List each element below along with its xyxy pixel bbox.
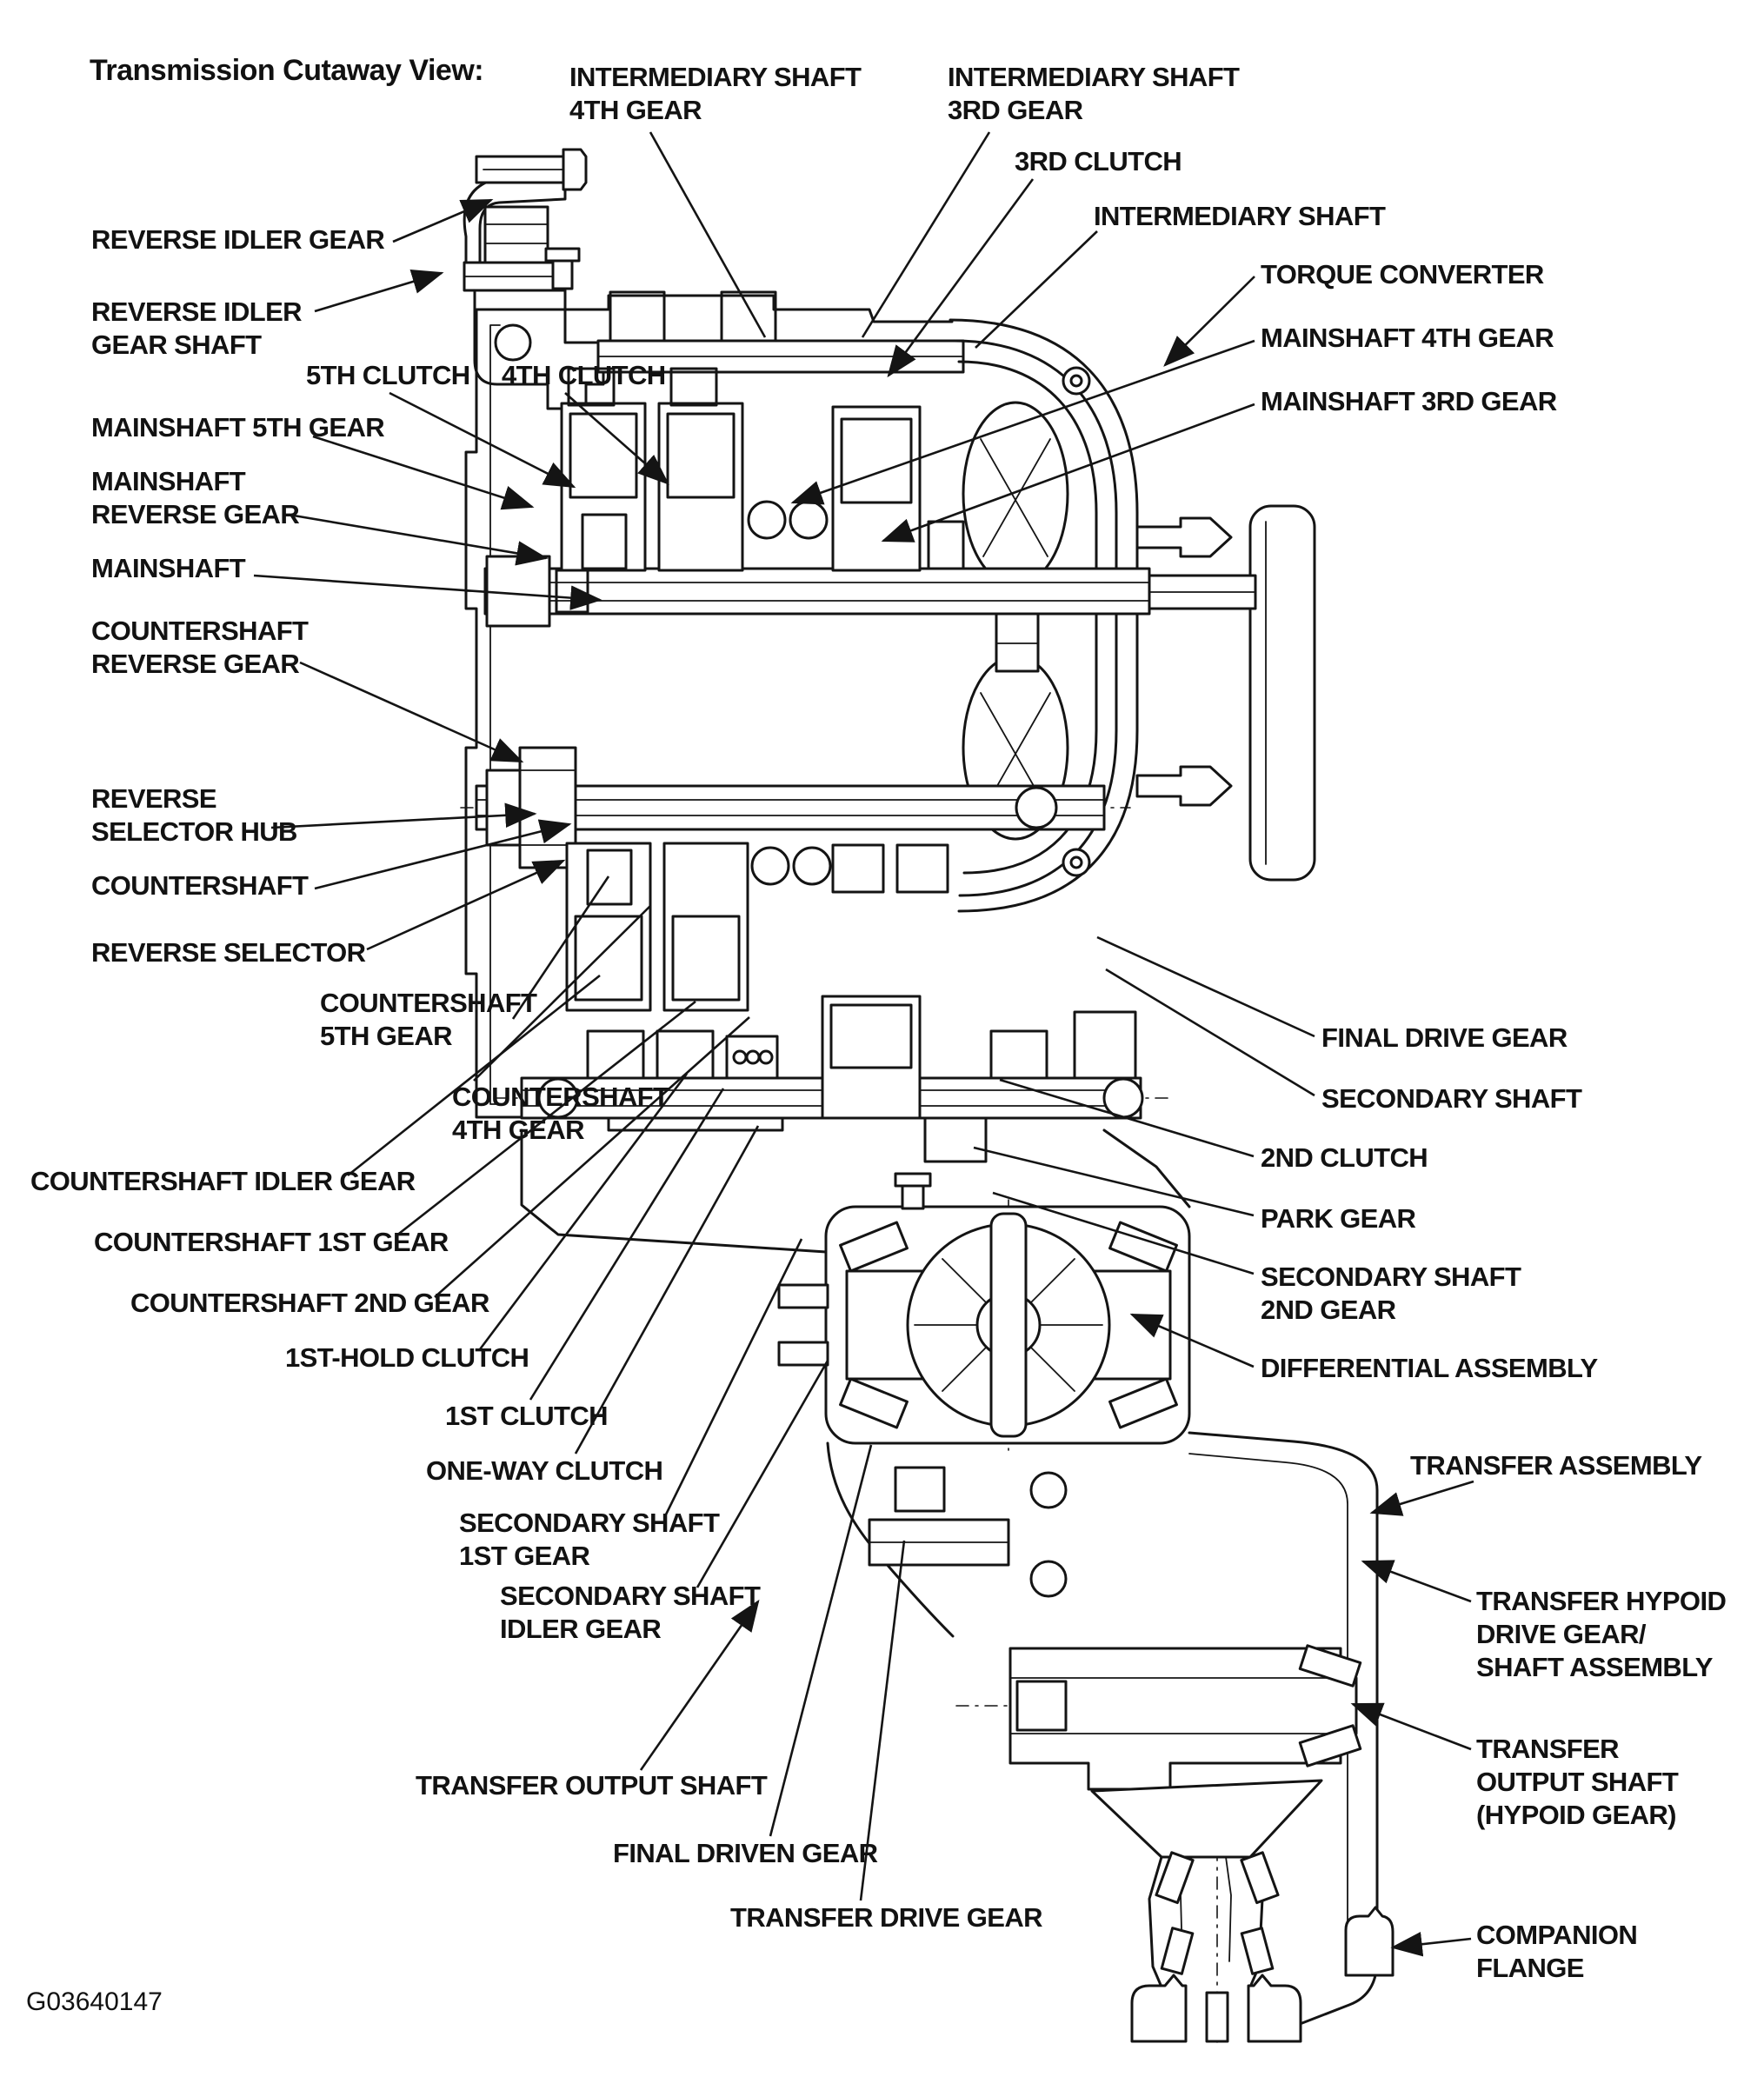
part-label-1st-clutch: 1ST CLUTCH bbox=[445, 1401, 608, 1431]
leader-park-gear bbox=[973, 1146, 1255, 1217]
part-label-mainshaft-4th-gear: MAINSHAFT 4TH GEAR bbox=[1261, 323, 1554, 353]
leader-transfer-hypoid-drive-gear bbox=[1361, 1560, 1472, 1603]
leader-1st-clutch bbox=[529, 1088, 725, 1401]
leader-reverse-selector bbox=[366, 859, 566, 951]
leader-secondary-shaft-2nd-gear bbox=[992, 1191, 1255, 1275]
part-label-torque-converter: TORQUE CONVERTER bbox=[1261, 259, 1544, 290]
leader-final-driven-gear bbox=[769, 1444, 873, 1837]
leader-mainshaft-3rd-gear bbox=[881, 403, 1255, 543]
leader-countershaft-1st-gear bbox=[395, 1000, 696, 1238]
part-label-1st-hold-clutch: 1ST-HOLD CLUTCH bbox=[285, 1342, 529, 1373]
part-label-reverse-selector: REVERSE SELECTOR bbox=[91, 937, 366, 968]
part-label-reverse-idler-gear: REVERSE IDLER GEAR bbox=[91, 224, 384, 255]
figure-title: Transmission Cutaway View: bbox=[90, 54, 484, 87]
part-label-countershaft: COUNTERSHAFT bbox=[91, 870, 309, 901]
part-label-mainshaft: MAINSHAFT bbox=[91, 553, 246, 583]
leader-transfer-output-shaft bbox=[639, 1599, 760, 1771]
part-label-transfer-assembly: TRANSFER ASSEMBLY bbox=[1410, 1450, 1702, 1481]
leader-intermediary-shaft-4th-gear bbox=[649, 131, 767, 338]
part-label-mainshaft-3rd-gear: MAINSHAFT 3RD GEAR bbox=[1261, 386, 1557, 416]
leader-transfer-assembly bbox=[1369, 1480, 1474, 1516]
leader-transfer-output-shaft-hypoid-gear bbox=[1350, 1702, 1472, 1751]
part-label-final-drive-gear: FINAL DRIVE GEAR bbox=[1321, 1022, 1568, 1053]
leader-reverse-idler-gear-shaft bbox=[314, 270, 444, 313]
part-label-5th-clutch: 5TH CLUTCH bbox=[306, 360, 470, 390]
leader-intermediary-shaft-3rd-gear bbox=[861, 131, 991, 338]
leader-transfer-drive-gear bbox=[859, 1540, 906, 1901]
leader-countershaft-reverse-gear bbox=[299, 661, 524, 763]
part-label-mainshaft-5th-gear: MAINSHAFT 5TH GEAR bbox=[91, 412, 384, 443]
leader-countershaft-2nd-gear bbox=[434, 1016, 750, 1298]
leader-countershaft-idler-gear bbox=[347, 974, 601, 1177]
leader-countershaft bbox=[314, 819, 572, 890]
part-label-intermediary-shaft: INTERMEDIARY SHAFT bbox=[1094, 201, 1386, 231]
leader-one-way-clutch bbox=[574, 1125, 760, 1455]
part-label-countershaft-idler-gear: COUNTERSHAFT IDLER GEAR bbox=[30, 1166, 416, 1196]
leader-reverse-idler-gear bbox=[392, 198, 494, 243]
part-label-final-driven-gear: FINAL DRIVEN GEAR bbox=[613, 1838, 878, 1868]
part-label-4th-clutch: 4TH CLUTCH bbox=[502, 360, 666, 390]
part-label-secondary-shaft: SECONDARY SHAFT bbox=[1321, 1083, 1582, 1114]
leader-companion-flange bbox=[1390, 1932, 1472, 1957]
leader-final-drive-gear bbox=[1096, 935, 1315, 1038]
leader-intermediary-shaft bbox=[975, 230, 1098, 349]
leader-torque-converter bbox=[1163, 276, 1255, 367]
leader-mainshaft-5th-gear bbox=[312, 435, 535, 510]
leader-secondary-shaft bbox=[1105, 968, 1315, 1097]
leader-reverse-selector-hub bbox=[270, 802, 537, 829]
leader-2nd-clutch bbox=[999, 1078, 1255, 1158]
leader-mainshaft-reverse-gear bbox=[288, 513, 549, 566]
leader-mainshaft-4th-gear bbox=[790, 339, 1255, 505]
part-label-differential-assembly: DIFFERENTIAL ASSEMBLY bbox=[1261, 1353, 1598, 1383]
part-label-one-way-clutch: ONE-WAY CLUTCH bbox=[426, 1455, 662, 1486]
part-label-transfer-output-shaft: TRANSFER OUTPUT SHAFT bbox=[416, 1770, 768, 1801]
leader-secondary-shaft-idler-gear bbox=[696, 1360, 829, 1588]
figure-code: G03640147 bbox=[26, 1987, 163, 2016]
part-label-park-gear: PARK GEAR bbox=[1261, 1203, 1416, 1234]
leader-differential-assembly bbox=[1129, 1313, 1255, 1368]
leader-3rd-clutch bbox=[887, 178, 1035, 378]
part-label-transfer-drive-gear: TRANSFER DRIVE GEAR bbox=[730, 1902, 1042, 1933]
leader-5th-clutch bbox=[389, 391, 576, 489]
part-label-countershaft-1st-gear: COUNTERSHAFT 1ST GEAR bbox=[94, 1227, 449, 1257]
leader-countershaft-5th-gear bbox=[511, 875, 610, 1020]
part-label-3rd-clutch: 3RD CLUTCH bbox=[1015, 146, 1182, 176]
leader-secondary-shaft-1st-gear bbox=[664, 1238, 803, 1515]
leader-4th-clutch bbox=[564, 392, 669, 485]
part-label-2nd-clutch: 2ND CLUTCH bbox=[1261, 1142, 1428, 1173]
part-label-countershaft-2nd-gear: COUNTERSHAFT 2ND GEAR bbox=[130, 1288, 489, 1318]
leader-1st-hold-clutch bbox=[478, 1073, 689, 1350]
leader-mainshaft bbox=[253, 574, 602, 610]
